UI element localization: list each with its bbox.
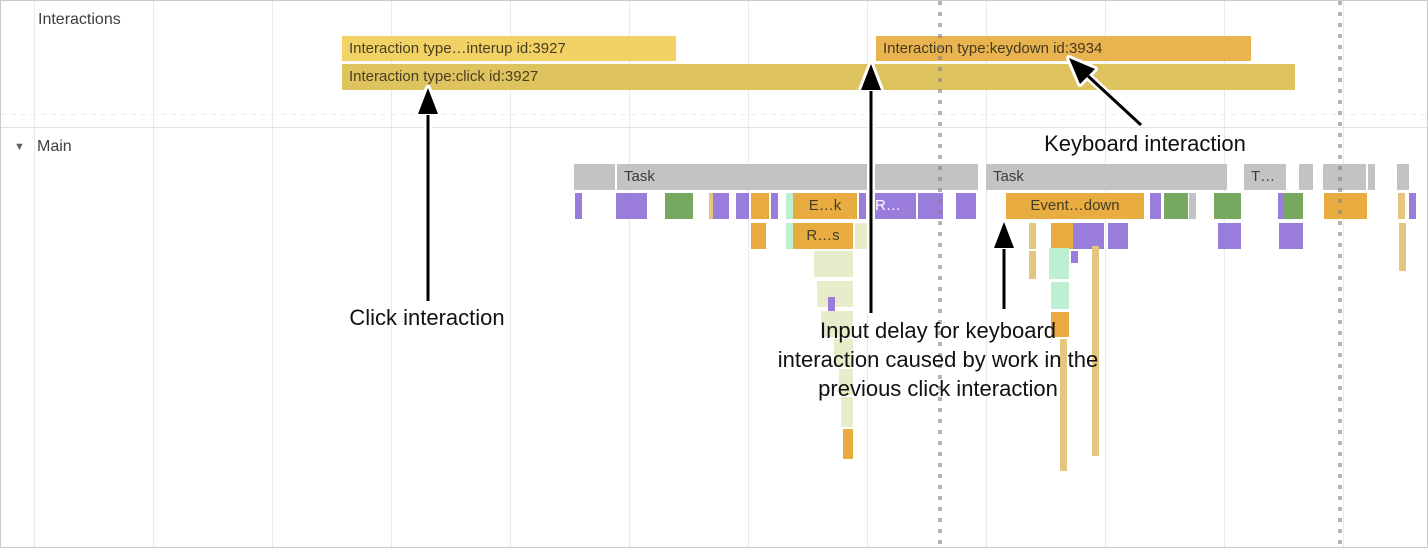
- main-bar[interactable]: [742, 193, 749, 219]
- main-bar[interactable]: [1279, 223, 1303, 249]
- main-bar[interactable]: [1060, 339, 1067, 471]
- main-bar[interactable]: [1218, 223, 1241, 249]
- main-bar[interactable]: [1368, 164, 1375, 190]
- main-bar[interactable]: [1398, 193, 1405, 219]
- main-bar[interactable]: [839, 369, 853, 395]
- gridline: [391, 1, 392, 547]
- gridline: [510, 1, 511, 547]
- main-bar[interactable]: [786, 223, 793, 249]
- gridline: [153, 1, 154, 547]
- main-bar[interactable]: [1029, 223, 1036, 249]
- main-bar[interactable]: [1049, 248, 1069, 279]
- main-bar-task[interactable]: Task: [617, 164, 978, 190]
- main-bar[interactable]: [1323, 164, 1366, 190]
- main-bar[interactable]: [855, 223, 862, 249]
- dotted-marker-line: [938, 1, 942, 547]
- main-bar[interactable]: [841, 397, 853, 427]
- main-bar[interactable]: [843, 429, 853, 459]
- interaction-click[interactable]: Interaction type:click id:3927: [342, 64, 1295, 90]
- gridline: [272, 1, 273, 547]
- interactions-track-label: Interactions: [38, 11, 121, 28]
- main-bar[interactable]: [665, 193, 693, 219]
- main-bar[interactable]: [1324, 193, 1367, 219]
- main-bar[interactable]: [814, 251, 853, 277]
- collapse-chevron-icon[interactable]: ▼: [14, 141, 25, 153]
- gridline: [1105, 1, 1106, 547]
- dotted-marker-line: [1338, 1, 1342, 547]
- main-bar[interactable]: [1299, 164, 1313, 190]
- main-bar[interactable]: [1051, 223, 1073, 249]
- track-divider-dashed: [1, 114, 1427, 115]
- main-bar[interactable]: [1071, 251, 1078, 263]
- main-bar[interactable]: [1051, 282, 1069, 309]
- main-bar[interactable]: [828, 297, 835, 313]
- main-bar[interactable]: [751, 223, 766, 249]
- gridline: [748, 1, 749, 547]
- gridline: [629, 1, 630, 547]
- main-bar-r[interactable]: R…: [868, 193, 916, 219]
- gridline: [1343, 1, 1344, 547]
- main-bar[interactable]: [1073, 223, 1104, 249]
- main-bar[interactable]: [713, 193, 729, 219]
- main-bar[interactable]: [1029, 251, 1036, 279]
- main-bar[interactable]: [1409, 193, 1416, 219]
- main-bar-task[interactable]: Task: [986, 164, 1227, 190]
- main-bar[interactable]: [1164, 193, 1188, 219]
- main-bar[interactable]: [956, 193, 976, 219]
- main-bar-eventdown[interactable]: Event…down: [1006, 193, 1144, 219]
- main-bar[interactable]: [616, 193, 647, 219]
- main-bar[interactable]: [1189, 193, 1196, 219]
- main-track-label[interactable]: Main: [37, 138, 72, 155]
- track-divider: [1, 127, 1427, 128]
- main-bar[interactable]: [817, 281, 853, 307]
- main-bar[interactable]: [1278, 193, 1285, 219]
- main-bar[interactable]: [1397, 164, 1404, 190]
- gridline: [986, 1, 987, 547]
- gridline: [1224, 1, 1225, 547]
- main-bar[interactable]: [1051, 312, 1069, 337]
- main-bar[interactable]: [574, 164, 615, 190]
- main-bar[interactable]: [834, 339, 853, 367]
- main-bar-rs[interactable]: R…s: [793, 223, 853, 249]
- interaction-pointerup[interactable]: Interaction type…interup id:3927: [342, 36, 676, 61]
- main-bar[interactable]: [709, 193, 716, 219]
- main-bar[interactable]: [1399, 223, 1406, 271]
- main-bar[interactable]: [860, 223, 867, 249]
- main-bar[interactable]: [1092, 246, 1099, 456]
- main-bar[interactable]: [1150, 193, 1161, 219]
- main-bar[interactable]: [859, 193, 866, 219]
- annotation-keyboard-interaction: Keyboard interaction: [1044, 131, 1246, 156]
- main-bar[interactable]: [821, 311, 853, 337]
- main-bar[interactable]: [575, 193, 582, 219]
- annotation-click-interaction: Click interaction: [349, 305, 505, 330]
- annotation-input-delay: Input delay for keyboard interaction cau…: [777, 318, 1099, 401]
- main-bar[interactable]: [771, 193, 778, 219]
- main-bar[interactable]: [1108, 223, 1128, 249]
- main-bar[interactable]: [751, 193, 769, 219]
- main-bar[interactable]: [1283, 193, 1303, 219]
- main-bar-t[interactable]: T…: [1244, 164, 1286, 190]
- gridline: [34, 1, 35, 547]
- interaction-keydown[interactable]: Interaction type:keydown id:3934: [876, 36, 1251, 61]
- main-bar[interactable]: [736, 193, 743, 219]
- main-bar[interactable]: [786, 193, 793, 219]
- main-bar[interactable]: [1402, 164, 1409, 190]
- main-bar[interactable]: [1214, 193, 1241, 219]
- main-bar-ek[interactable]: E…k: [793, 193, 857, 219]
